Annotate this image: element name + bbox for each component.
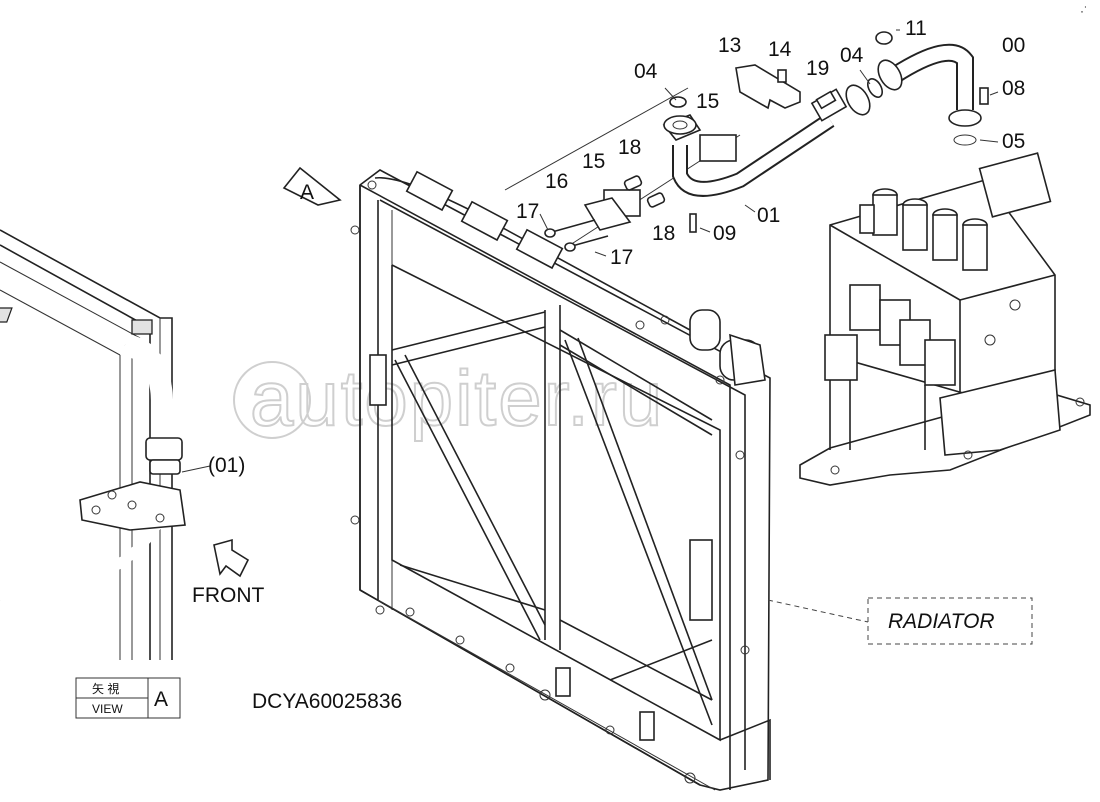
- view-box-view: VIEW: [92, 702, 123, 716]
- part-label-05: 05: [1002, 130, 1025, 153]
- front-label: FRONT: [192, 584, 264, 607]
- view-a-inset: [0, 229, 211, 660]
- part-label-04-a: 04: [634, 60, 658, 83]
- part-number-labels: 00 01 04 04 05 08 09 11 13 14 15 15 16 1…: [516, 17, 1025, 269]
- hose-assembly: [504, 31, 989, 252]
- front-arrow: [213, 538, 250, 578]
- part-label-19: 19: [806, 57, 829, 80]
- view-box: [75, 677, 181, 719]
- view-a-letter: A: [300, 181, 314, 204]
- part-label-14: 14: [768, 38, 792, 61]
- part-label-08: 08: [1002, 77, 1025, 100]
- corner-mark: ·˙: [1080, 4, 1088, 18]
- part-label-13: 13: [718, 34, 741, 57]
- drawing-code: DCYA60025836: [252, 690, 402, 713]
- watermark: autopiter.ru: [233, 353, 664, 443]
- radiator-frame: [350, 169, 771, 791]
- control-valve: [799, 152, 1091, 486]
- part-label-15-a: 15: [696, 90, 719, 113]
- radiator-label: RADIATOR: [888, 610, 995, 633]
- part-label-18-b: 18: [652, 222, 675, 245]
- part-label-09: 09: [713, 222, 736, 245]
- callout-ref-01: (01): [208, 454, 245, 477]
- part-label-16: 16: [545, 170, 568, 193]
- part-label-11: 11: [905, 17, 927, 40]
- leader-lines: [539, 29, 999, 257]
- part-label-18-a: 18: [618, 136, 641, 159]
- part-label-15-b: 15: [582, 150, 605, 173]
- part-label-00: 00: [1002, 34, 1025, 57]
- part-label-04-b: 04: [840, 44, 864, 67]
- view-box-letter: A: [154, 688, 168, 711]
- part-label-17-b: 17: [610, 246, 633, 269]
- watermark-text: autopiter.ru: [250, 354, 664, 442]
- view-box-kanji: 矢 視: [92, 681, 119, 696]
- part-label-01: 01: [757, 204, 780, 227]
- radiator-leader: [767, 597, 1033, 645]
- view-a-marker: [282, 166, 342, 206]
- part-label-17-a: 17: [516, 200, 539, 223]
